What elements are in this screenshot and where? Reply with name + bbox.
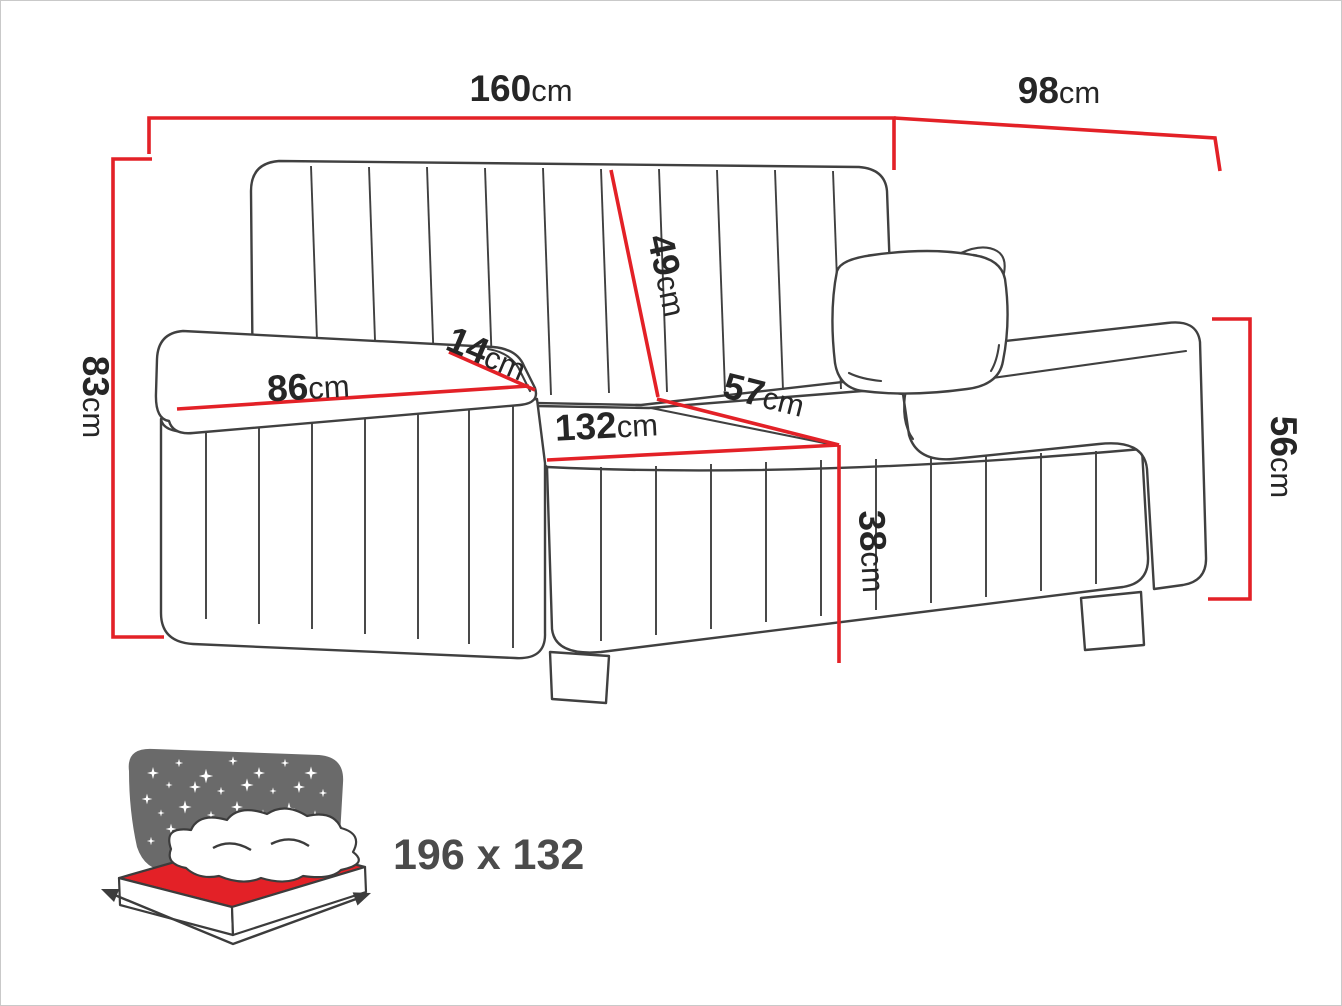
- dim-line-backrest-height: [609, 169, 660, 398]
- dim-line-armrest-height: [1208, 317, 1252, 601]
- dim-line-armrest-width: [448, 350, 536, 392]
- left-armrest-front: [159, 397, 547, 660]
- upholstery-channel-line: [600, 168, 610, 394]
- seat-crease: [649, 406, 841, 448]
- pillow-fold: [959, 246, 1006, 275]
- base-front-panel: [545, 447, 1150, 654]
- dim-line-seat-depth: [656, 397, 840, 447]
- blanket-crease-1: [212, 842, 252, 852]
- dim-backrest-height-label: 49cm: [640, 231, 697, 320]
- base-stripe-lines: [600, 451, 1097, 641]
- upholstery-channel-line: [774, 169, 784, 391]
- unfold-arrow-right-head: [352, 892, 371, 906]
- pillow-crease-left: [847, 371, 883, 383]
- front-leg: [548, 650, 611, 705]
- armrest-stripe-lines: [205, 403, 514, 648]
- dim-seat-base-height-label: 38cm: [851, 509, 896, 594]
- dim-line-depth: [893, 116, 1222, 172]
- left-armrest-end-crease: [486, 347, 532, 393]
- sleeping-area-label: 196 x 132: [393, 831, 584, 879]
- upholstery-channel-line: [716, 169, 726, 392]
- blanket-crease-2: [270, 838, 310, 848]
- mattress-side-right: [230, 865, 368, 937]
- dim-armrest-height-label: 56cm: [1263, 416, 1304, 498]
- left-armrest-top: [154, 329, 538, 435]
- dim-line-width: [147, 116, 896, 170]
- blanket: [168, 807, 360, 883]
- right-armrest-front-cap: [903, 388, 915, 441]
- unfold-arrow-left-head: [101, 889, 120, 902]
- upholstery-channel-line: [658, 168, 668, 393]
- dimension-lines: [111, 116, 1252, 663]
- unfold-arrow-line: [104, 889, 368, 946]
- right-armrest: [895, 321, 1208, 591]
- dim-width-label: 160cm: [469, 68, 572, 109]
- dim-line-height: [111, 157, 164, 639]
- dim-line-seat-width: [546, 443, 840, 462]
- dim-depth-label: 98cm: [1018, 70, 1100, 111]
- pillow: [831, 249, 1009, 395]
- sofa-bed-icon: [101, 748, 371, 946]
- dim-seat-width-label: 132cm: [554, 402, 659, 448]
- pillow-crease-right: [989, 343, 1001, 373]
- dim-armrest-length-label: 86cm: [266, 364, 351, 410]
- dim-height-label: 83cm: [75, 356, 116, 438]
- right-leg: [1079, 590, 1146, 652]
- upholstery-channel-line: [542, 167, 552, 396]
- dim-line-armrest-length: [176, 384, 530, 411]
